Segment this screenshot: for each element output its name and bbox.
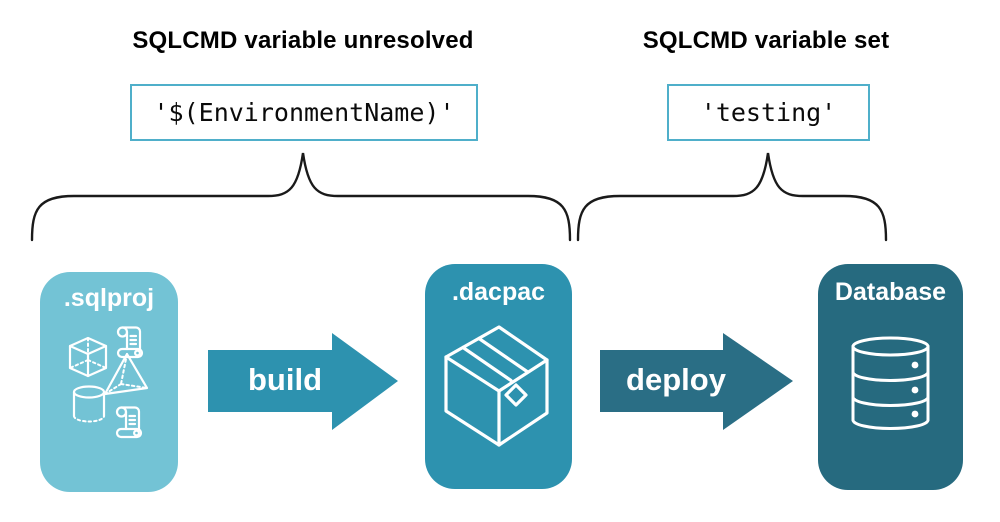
deploy-arrow: [600, 333, 793, 430]
node-dacpac-card: .dacpac: [425, 264, 572, 489]
database-cylinder-icon: [851, 336, 930, 430]
sql-objects-icon: [68, 326, 149, 439]
build-arrow: [208, 333, 398, 430]
pyramid-icon: [103, 352, 149, 396]
cube-icon: [68, 336, 108, 378]
cylinder-icon: [72, 385, 106, 423]
node-dacpac-label: .dacpac: [451, 278, 546, 306]
resolved-variable-codebox: 'testing': [667, 84, 870, 141]
left-section-title: SQLCMD variable unresolved: [132, 27, 474, 54]
script-scroll-icon: [116, 326, 144, 359]
build-arrow-label: build: [247, 362, 323, 397]
script-scroll-icon: [115, 406, 143, 439]
right-section-title: SQLCMD variable set: [642, 27, 890, 54]
node-sqlproj-card: .sqlproj: [40, 272, 178, 492]
node-sqlproj-label: .sqlproj: [63, 284, 155, 312]
resolved-variable-code: 'testing': [700, 98, 837, 127]
package-box-icon: [444, 325, 549, 447]
unresolved-variable-codebox: '$(EnvironmentName)': [130, 84, 478, 141]
node-database-label: Database: [834, 278, 947, 306]
node-database-card: Database: [818, 264, 963, 490]
deploy-arrow-label: deploy: [626, 362, 726, 397]
unresolved-variable-code: '$(EnvironmentName)': [153, 98, 455, 127]
